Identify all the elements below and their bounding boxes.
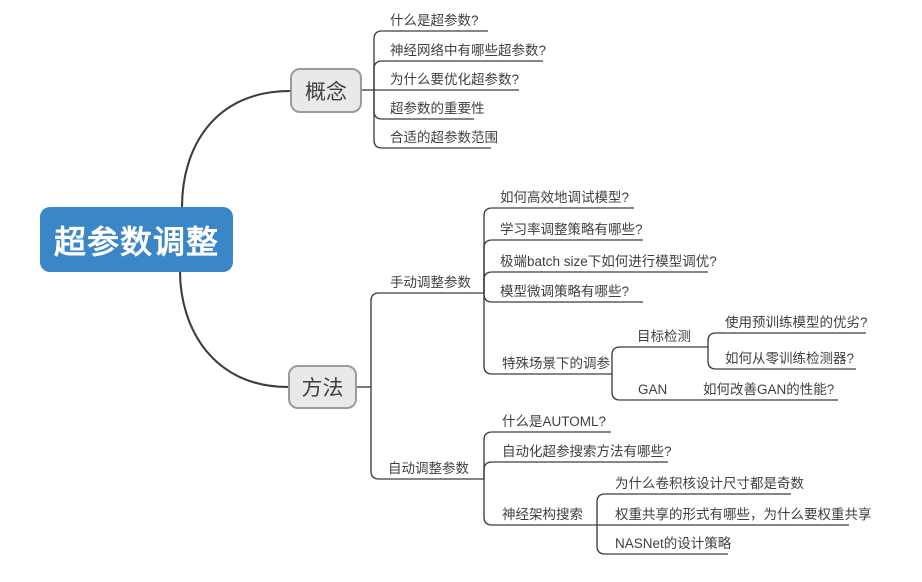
topic-importance[interactable]: 超参数的重要性 (390, 101, 485, 116)
topic-train-detector-from-scratch[interactable]: 如何从零训练检测器? (725, 351, 855, 366)
topic-object-detection[interactable]: 目标检测 (637, 329, 691, 344)
topic-special-scenarios[interactable]: 特殊场景下的调参 (502, 356, 610, 371)
topic-nasnet-design[interactable]: NASNet的设计策略 (615, 536, 732, 551)
topic-what-is-hyperparameter[interactable]: 什么是超参数? (390, 13, 479, 28)
topic-odd-kernel-size[interactable]: 为什么卷积核设计尺寸都是奇数 (615, 476, 804, 491)
topic-methods[interactable]: 方法 (288, 365, 357, 409)
topic-auto-search-methods[interactable]: 自动化超参搜索方法有哪些? (502, 444, 672, 459)
topic-concept[interactable]: 概念 (290, 68, 362, 113)
topic-finetune-strategies[interactable]: 模型微调策略有哪些? (500, 284, 630, 299)
topic-debug-model-efficiently[interactable]: 如何高效地调试模型? (500, 190, 630, 205)
topic-pretrained-pros-cons[interactable]: 使用预训练模型的优劣? (725, 315, 868, 330)
topic-lr-schedule-strategies[interactable]: 学习率调整策略有哪些? (500, 222, 643, 237)
topic-which-hyperparameters[interactable]: 神经网络中有哪些超参数? (390, 43, 547, 58)
root-topic[interactable]: 超参数调整 (40, 207, 233, 272)
topic-manual-tuning[interactable]: 手动调整参数 (390, 275, 471, 290)
topic-improve-gan-performance[interactable]: 如何改善GAN的性能? (703, 382, 835, 397)
topic-gan[interactable]: GAN (638, 382, 668, 397)
topic-suitable-range[interactable]: 合适的超参数范围 (390, 130, 498, 145)
topic-auto-tuning[interactable]: 自动调整参数 (388, 461, 469, 476)
topic-what-is-automl[interactable]: 什么是AUTOML? (502, 414, 607, 429)
topic-weight-sharing[interactable]: 权重共享的形式有哪些，为什么要权重共享 (615, 507, 872, 522)
topic-neural-architecture-search[interactable]: 神经架构搜索 (502, 507, 583, 522)
topic-why-optimize[interactable]: 为什么要优化超参数? (390, 72, 520, 87)
topic-extreme-batch-size[interactable]: 极端batch size下如何进行模型调优? (500, 254, 717, 269)
